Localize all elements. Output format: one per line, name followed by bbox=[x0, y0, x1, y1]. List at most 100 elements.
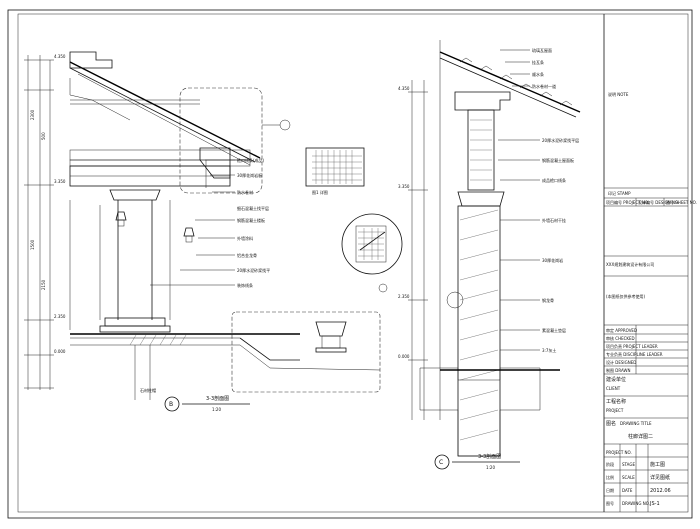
note-c-8: 30厚花岗岩 bbox=[542, 257, 563, 263]
note-b-7: 20厚水泥砂浆找平 bbox=[237, 267, 270, 273]
inner-border bbox=[17, 13, 689, 513]
detail-b-scale: 1:20 bbox=[212, 407, 221, 412]
roof-slope-b bbox=[69, 61, 261, 159]
row-sheet-no: 图号 SHEET NO. bbox=[666, 199, 697, 205]
cornice-c bbox=[454, 91, 511, 111]
note-c-1: 挂瓦条 bbox=[532, 59, 544, 65]
wall-lamp-1 bbox=[115, 211, 127, 227]
detail-c: 4.350 3.350 2.350 0.000 bbox=[398, 40, 581, 470]
seal-label: 印记 STAMP bbox=[608, 190, 631, 196]
foundation-c bbox=[419, 367, 541, 457]
note-b-9: 石材柱帽 bbox=[140, 387, 156, 393]
label-discipline-leader: 专业负责 DISCIPLINE LEADER bbox=[606, 351, 663, 357]
title-block: 说明 NOTE 印记 STAMP 项目编号 PROJECT NO. 设计编号 D… bbox=[604, 91, 697, 512]
note-b-1: 30厚花岗岩板 bbox=[237, 172, 262, 178]
outer-border bbox=[7, 9, 693, 519]
stage-value: 施工图 bbox=[650, 461, 665, 468]
column-capital-b bbox=[109, 189, 161, 201]
small-grid-detail: 图1 详图 bbox=[305, 147, 365, 195]
elev-c-3: 0.000 bbox=[398, 354, 410, 359]
drawing-title: 柱廊详图二 bbox=[628, 433, 653, 440]
date-en: DATE bbox=[622, 488, 633, 493]
note-c-5: 钢筋混凝土屋面板 bbox=[542, 157, 574, 163]
label-checked: 审核 CHECKED bbox=[606, 335, 635, 341]
elev-b-1: 3.350 bbox=[54, 179, 66, 184]
drawing-title-label: 图名 bbox=[606, 420, 616, 427]
detail-b: 2300 1500 500 2150 4.350 3.350 2.350 0.0… bbox=[24, 51, 381, 412]
section-marker-b-label: B bbox=[169, 401, 173, 408]
flower-pot bbox=[315, 321, 347, 353]
magnified-circle-detail bbox=[341, 213, 403, 293]
note-b-4: 钢筋混凝土楼板 bbox=[237, 217, 265, 223]
note-c-0: 琉璃瓦屋面 bbox=[532, 47, 552, 53]
notes-label: 说明 NOTE bbox=[608, 91, 629, 97]
project-label: 工程名称 bbox=[606, 398, 626, 405]
dim-left-3: 2150 bbox=[41, 279, 46, 290]
date-value: 2012.06 bbox=[650, 488, 671, 494]
label-project-leader: 项目负责 PROJECT LEADER bbox=[606, 343, 658, 349]
note-c-6: 成品檐口线条 bbox=[542, 177, 566, 183]
note-b-2: 防水卷材 bbox=[237, 189, 253, 195]
note-c-11: 3:7灰土 bbox=[542, 347, 556, 353]
client-label: 建设单位 bbox=[606, 376, 626, 383]
section-marker-c-label: C bbox=[439, 459, 443, 466]
elev-b-0: 4.350 bbox=[54, 54, 66, 59]
note-b-0: 檐口线条(成品) bbox=[237, 157, 265, 163]
date-label: 日期 bbox=[606, 487, 614, 493]
drawing-title-en: DRAWING TITLE bbox=[620, 421, 652, 426]
note-b-6: 铝合金龙骨 bbox=[237, 252, 257, 258]
wall-lamp-2 bbox=[183, 227, 195, 243]
drawing-no-value: JS-1 bbox=[649, 501, 660, 507]
scale-en: SCALE bbox=[622, 475, 635, 480]
elev-b-3: 0.000 bbox=[54, 349, 66, 354]
stage-label: 阶段 bbox=[606, 461, 614, 467]
detail-b-title: 3-3剖面图 bbox=[206, 395, 229, 402]
bracket-detail bbox=[199, 147, 231, 179]
roof-slope-c bbox=[439, 51, 581, 113]
client-en: CLIENT bbox=[606, 386, 621, 391]
dim-left-2: 500 bbox=[41, 132, 46, 140]
elev-c-0: 4.350 bbox=[398, 86, 410, 91]
company-name: XXX规划建筑设计有限公司 bbox=[606, 261, 654, 267]
project-no-label: PROJECT NO. bbox=[606, 450, 632, 455]
dim-left-1: 1500 bbox=[30, 239, 35, 250]
note-c-7: 外墙石材干挂 bbox=[542, 217, 566, 223]
label-designed: 设计 DESIGNED bbox=[606, 359, 636, 365]
callout-circle-small bbox=[279, 119, 291, 131]
callout-circle-c bbox=[446, 291, 464, 309]
detail-callout-box-2 bbox=[231, 311, 381, 393]
dim-left-0: 2300 bbox=[30, 109, 35, 120]
note-c-3: 防水卷材一道 bbox=[532, 83, 556, 89]
scale-label: 比例 bbox=[606, 474, 614, 480]
note-b-3: 细石混凝土找平层 bbox=[237, 205, 269, 211]
row-project-no: 项目编号 PROJECT NO. bbox=[606, 199, 649, 205]
label-approved: 审定 APPROVED bbox=[606, 327, 637, 333]
note-c-4: 20厚水泥砂浆找平层 bbox=[542, 137, 579, 143]
project-en: PROJECT bbox=[606, 408, 624, 413]
detail-c-scale: 1:20 bbox=[486, 465, 495, 470]
note-c-10: 素混凝土垫层 bbox=[542, 327, 566, 333]
column-base-b bbox=[104, 317, 166, 327]
elev-c-2: 2.350 bbox=[398, 294, 410, 299]
label-drawn: 制图 DRAWN bbox=[606, 367, 630, 373]
note-c-9: 钢龙骨 bbox=[542, 297, 554, 303]
company-note: (本图纸仅供参考使用) bbox=[606, 293, 646, 299]
detail-callout-box-1 bbox=[179, 87, 263, 194]
cornice-b bbox=[69, 51, 113, 69]
note-b-5: 外墙涂料 bbox=[237, 235, 253, 241]
row-design-no: 设计编号 DESIGN NO. bbox=[638, 199, 679, 205]
frieze-c bbox=[467, 109, 495, 191]
section-marker-b bbox=[164, 396, 180, 412]
drawing-no-en: DRAWING NO. bbox=[622, 501, 650, 506]
small-detail-label: 图1 详图 bbox=[312, 189, 328, 195]
note-c-2: 顺水条 bbox=[532, 71, 544, 77]
detail-c-title: 3-3剖面图 bbox=[478, 453, 501, 460]
elev-c-1: 3.350 bbox=[398, 184, 410, 189]
stage-en: STAGE bbox=[622, 462, 635, 467]
section-marker-c bbox=[434, 454, 450, 470]
scale-value: 详见图纸 bbox=[650, 474, 670, 481]
column-capital-c bbox=[457, 191, 505, 207]
drawing-no-label: 图号 bbox=[606, 500, 614, 506]
